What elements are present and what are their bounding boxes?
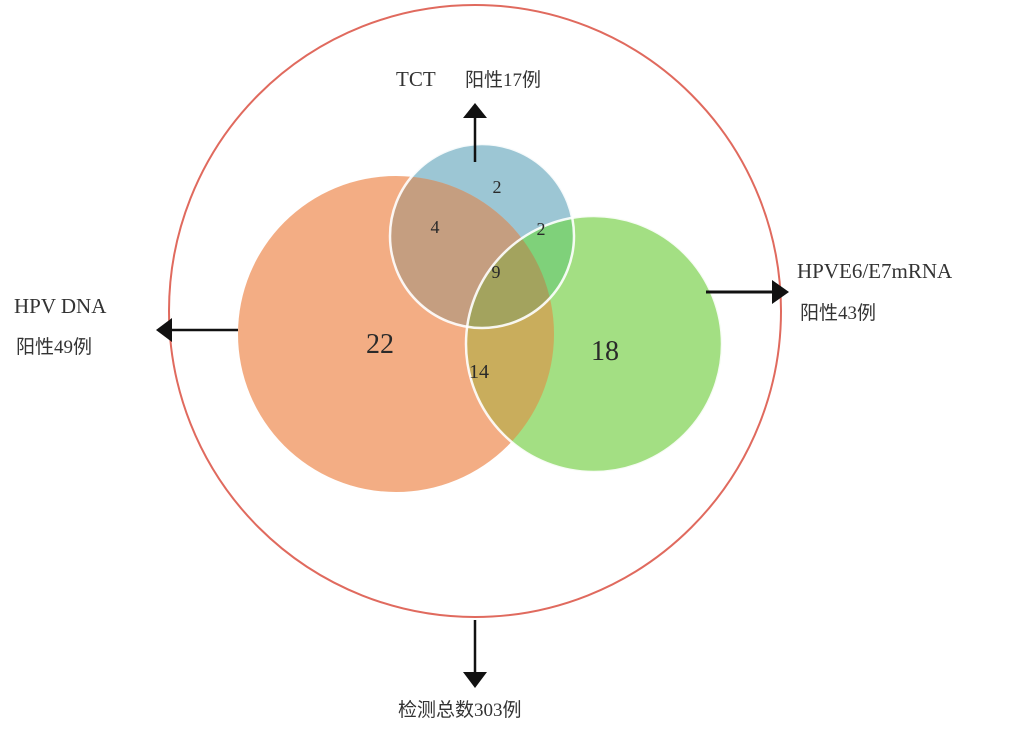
- total-arrow-head: [463, 672, 487, 688]
- dna-positive-label: 阳性49例: [16, 336, 92, 358]
- mrna-boundary: [464, 214, 724, 474]
- mrna-positive-label: 阳性43例: [800, 302, 876, 324]
- region-all-three: 9: [492, 262, 501, 282]
- region-dna-mrna: 14: [469, 361, 489, 383]
- triple-overlap: [466, 216, 554, 328]
- tct-positive-label: 阳性17例: [465, 69, 541, 91]
- tct-dna-overlap: [390, 176, 554, 328]
- dna-name-label: HPV DNA: [14, 294, 107, 318]
- mrna-name-label: HPVE6/E7mRNA: [797, 259, 953, 283]
- outer-total-circle: [168, 4, 782, 618]
- region-mrna-only: 18: [591, 336, 619, 367]
- total-label: 检测总数303例: [398, 699, 522, 721]
- tct-boundary: [388, 142, 576, 330]
- mrna-arrow-head: [772, 280, 789, 304]
- dna-arrow-head: [156, 318, 172, 342]
- tct-name-label: TCT: [396, 67, 436, 91]
- region-tct-only: 2: [493, 177, 502, 197]
- region-dna-only: 22: [366, 329, 394, 360]
- region-tct-mrna: 2: [537, 219, 546, 239]
- tct-arrow-head: [463, 103, 487, 118]
- region-tct-dna: 4: [431, 217, 440, 237]
